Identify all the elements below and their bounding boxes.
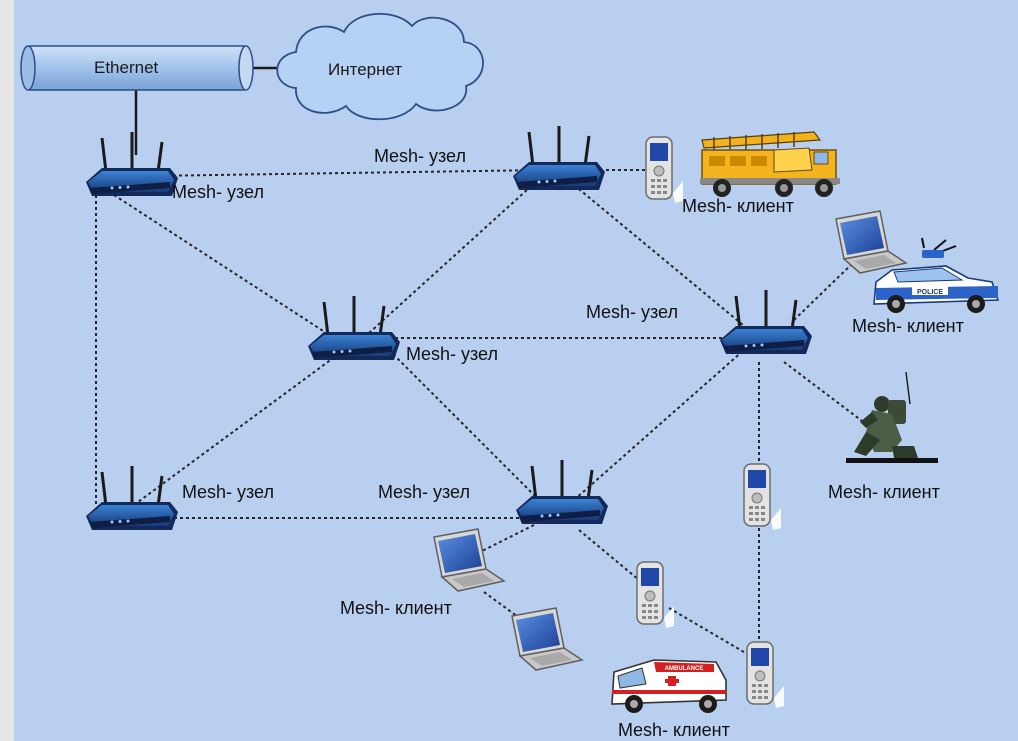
svg-text:POLICE: POLICE xyxy=(917,289,943,296)
ethernet-label: Ethernet xyxy=(94,58,159,77)
mesh-client-label: Mesh- клиент xyxy=(828,482,940,502)
internet-cloud-icon xyxy=(276,13,484,121)
mesh-client-label: Mesh- клиент xyxy=(852,316,964,336)
ambulance-icon: AMBULANCE xyxy=(611,659,727,713)
mesh-node-label: Mesh- узел xyxy=(182,482,274,502)
soldier-radio-icon xyxy=(846,371,938,463)
mesh-client-label: Mesh- клиент xyxy=(340,598,452,618)
laptop-icon xyxy=(433,528,505,592)
fire-truck-icon xyxy=(700,131,840,197)
police-car-icon: POLICE xyxy=(873,237,1000,313)
mesh-links xyxy=(95,169,875,656)
mobile-phone-icon xyxy=(746,641,785,709)
mobile-phone-icon xyxy=(636,561,675,629)
mesh-client-label: Mesh- клиент xyxy=(682,196,794,216)
wireless-router-icon xyxy=(718,288,814,356)
internet-label: Интернет xyxy=(328,60,403,79)
mesh-node-label: Mesh- узел xyxy=(172,182,264,202)
mesh-node-label: Mesh- узел xyxy=(374,146,466,166)
wireless-router-icon xyxy=(306,294,402,362)
mesh-node-label: Mesh- узел xyxy=(378,482,470,502)
wireless-router-icon xyxy=(84,130,180,198)
mobile-phone-icon xyxy=(645,136,684,204)
wireless-router-icon xyxy=(84,464,180,532)
mesh-network-diagram: POLICE AMBULANCE xyxy=(14,0,1018,741)
mobile-phone-icon xyxy=(743,463,782,531)
mesh-node-label: Mesh- узел xyxy=(586,302,678,322)
laptop-icon xyxy=(511,607,583,671)
mesh-node-label: Mesh- узел xyxy=(406,344,498,364)
ethernet-pipe xyxy=(20,45,254,91)
wireless-router-icon xyxy=(511,124,607,192)
mesh-client-label: Mesh- клиент xyxy=(618,720,730,740)
laptop-icon xyxy=(835,210,907,274)
svg-text:AMBULANCE: AMBULANCE xyxy=(665,666,704,672)
diagram-canvas: POLICE AMBULANCE xyxy=(20,13,1000,713)
